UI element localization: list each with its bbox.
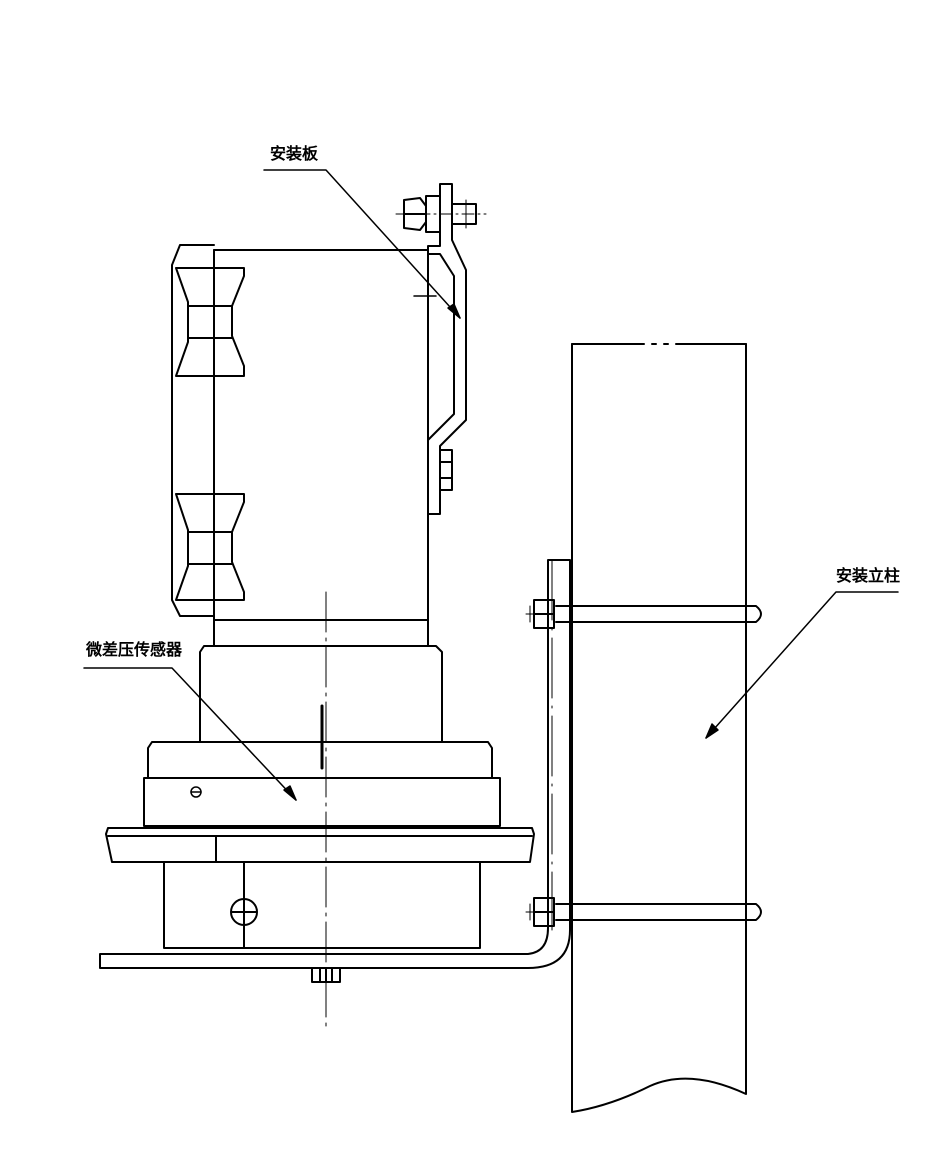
sensor-neck-ring (213, 619, 429, 647)
sensor-upper-housing (213, 249, 429, 621)
lower-nut (439, 449, 453, 491)
sensor-flange (105, 827, 535, 949)
sensor-label: 微差压传感器 (86, 640, 183, 659)
mounting-plate-label: 安装板 (270, 144, 319, 163)
bottom-bracket (99, 559, 571, 983)
upper-u-bolt (525, 599, 762, 629)
mounting-post-label: 安装立柱 (836, 566, 901, 585)
mounting-post-part (571, 343, 747, 1113)
left-clamp-profile (171, 244, 245, 617)
leader-lines (83, 169, 899, 801)
top-bolt (395, 195, 487, 233)
post-edge-dashes (551, 343, 747, 1113)
lower-u-bolt (525, 897, 762, 927)
sensor-middle-body (143, 645, 501, 827)
